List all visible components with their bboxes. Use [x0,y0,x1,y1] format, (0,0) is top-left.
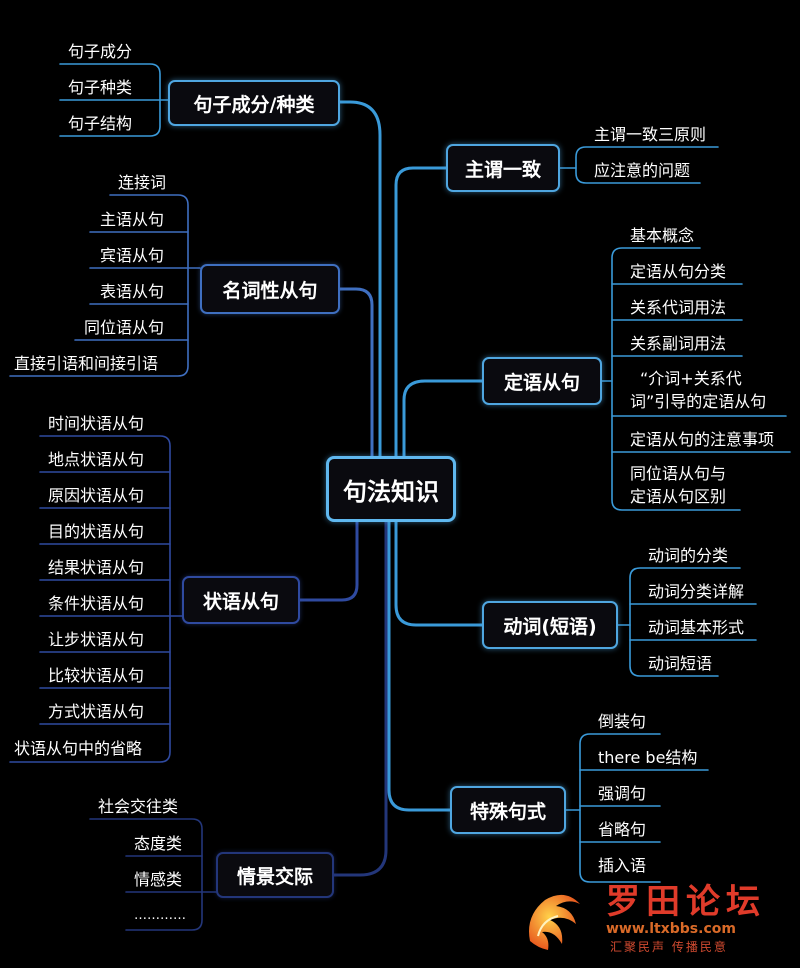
branch-adverbial-clauses[interactable]: 状语从句 [182,576,300,624]
leaf-noun-clauses-2[interactable]: 主语从句 [100,210,165,229]
branch-verbs[interactable]: 动词(短语) [482,601,618,649]
leaf-adverbial-clauses-3[interactable]: 原因状语从句 [48,486,145,505]
leaf-verbs-3[interactable]: 动词基本形式 [648,618,745,637]
leaf-adverbial-clauses-5[interactable]: 结果状语从句 [48,558,145,577]
leaf-adverbial-clauses-6[interactable]: 条件状语从句 [48,594,145,613]
leaf-attributive-4[interactable]: 关系副词用法 [630,334,727,353]
leaf-verbs-4[interactable]: 动词短语 [648,654,713,673]
leaf-special-3[interactable]: 强调句 [598,784,647,803]
leaf-adverbial-clauses-7[interactable]: 让步状语从句 [48,630,145,649]
leaf-attributive-1[interactable]: 基本概念 [630,226,695,245]
watermark-url: www.ltxbbs.com [606,921,736,937]
branch-attributive-clauses[interactable]: 定语从句 [482,357,602,405]
root-node[interactable]: 句法知识 [326,456,456,522]
leaf-adverbial-clauses-1[interactable]: 时间状语从句 [48,414,145,433]
branch-situational[interactable]: 情景交际 [216,852,334,898]
leaf-attributive-3[interactable]: 关系代词用法 [630,298,727,317]
leaf-agreement-1[interactable]: 主谓一致三原则 [594,125,707,144]
leaf-attributive-7[interactable]: 同位语从句与定语从句区别 [630,464,727,506]
branch-sentence-components[interactable]: 句子成分/种类 [168,80,340,126]
leaf-sentence-components-3[interactable]: 句子结构 [68,114,133,133]
forum-watermark: 罗田论坛 www.ltxbbs.com 汇聚民声 传播民意 [520,880,790,960]
leaf-adverbial-clauses-8[interactable]: 比较状语从句 [48,666,145,685]
leaf-verbs-2[interactable]: 动词分类详解 [648,582,745,601]
leaf-adverbial-clauses-4[interactable]: 目的状语从句 [48,522,145,541]
branch-noun-clauses[interactable]: 名词性从句 [200,264,340,314]
phoenix-logo-icon [529,894,580,950]
watermark-title: 罗田论坛 [606,882,766,922]
watermark-slogan: 汇聚民声 传播民意 [610,940,728,954]
leaf-attributive-6[interactable]: 定语从句的注意事项 [630,430,775,449]
leaf-noun-clauses-1[interactable]: 连接词 [118,173,167,192]
leaf-agreement-2[interactable]: 应注意的问题 [594,161,691,180]
leaf-noun-clauses-4[interactable]: 表语从句 [100,282,165,301]
leaf-situational-1[interactable]: 社会交往类 [98,797,179,816]
leaf-verbs-1[interactable]: 动词的分类 [648,546,729,565]
leaf-situational-4[interactable]: ………… [134,908,186,923]
leaf-special-5[interactable]: 插入语 [598,856,647,875]
leaf-special-1[interactable]: 倒装句 [598,712,647,731]
leaf-attributive-2[interactable]: 定语从句分类 [630,262,727,281]
leaf-adverbial-clauses-2[interactable]: 地点状语从句 [48,450,145,469]
leaf-special-2[interactable]: there be结构 [598,748,698,767]
branch-special-sentences[interactable]: 特殊句式 [450,786,566,834]
leaf-situational-2[interactable]: 态度类 [134,834,183,853]
leaf-noun-clauses-3[interactable]: 宾语从句 [100,246,165,265]
leaf-sentence-components-2[interactable]: 句子种类 [68,78,133,97]
leaf-situational-3[interactable]: 情感类 [134,870,183,889]
leaf-noun-clauses-6[interactable]: 直接引语和间接引语 [14,354,159,373]
leaf-adverbial-clauses-10[interactable]: 状语从句中的省略 [14,739,143,758]
leaf-attributive-5[interactable]: “介词+关系代词”引导的定语从句 [630,369,767,411]
leaf-noun-clauses-5[interactable]: 同位语从句 [84,318,165,337]
leaf-sentence-components-1[interactable]: 句子成分 [68,42,133,61]
leaf-adverbial-clauses-9[interactable]: 方式状语从句 [48,702,145,721]
branch-agreement[interactable]: 主谓一致 [446,144,560,192]
leaf-special-4[interactable]: 省略句 [598,820,647,839]
